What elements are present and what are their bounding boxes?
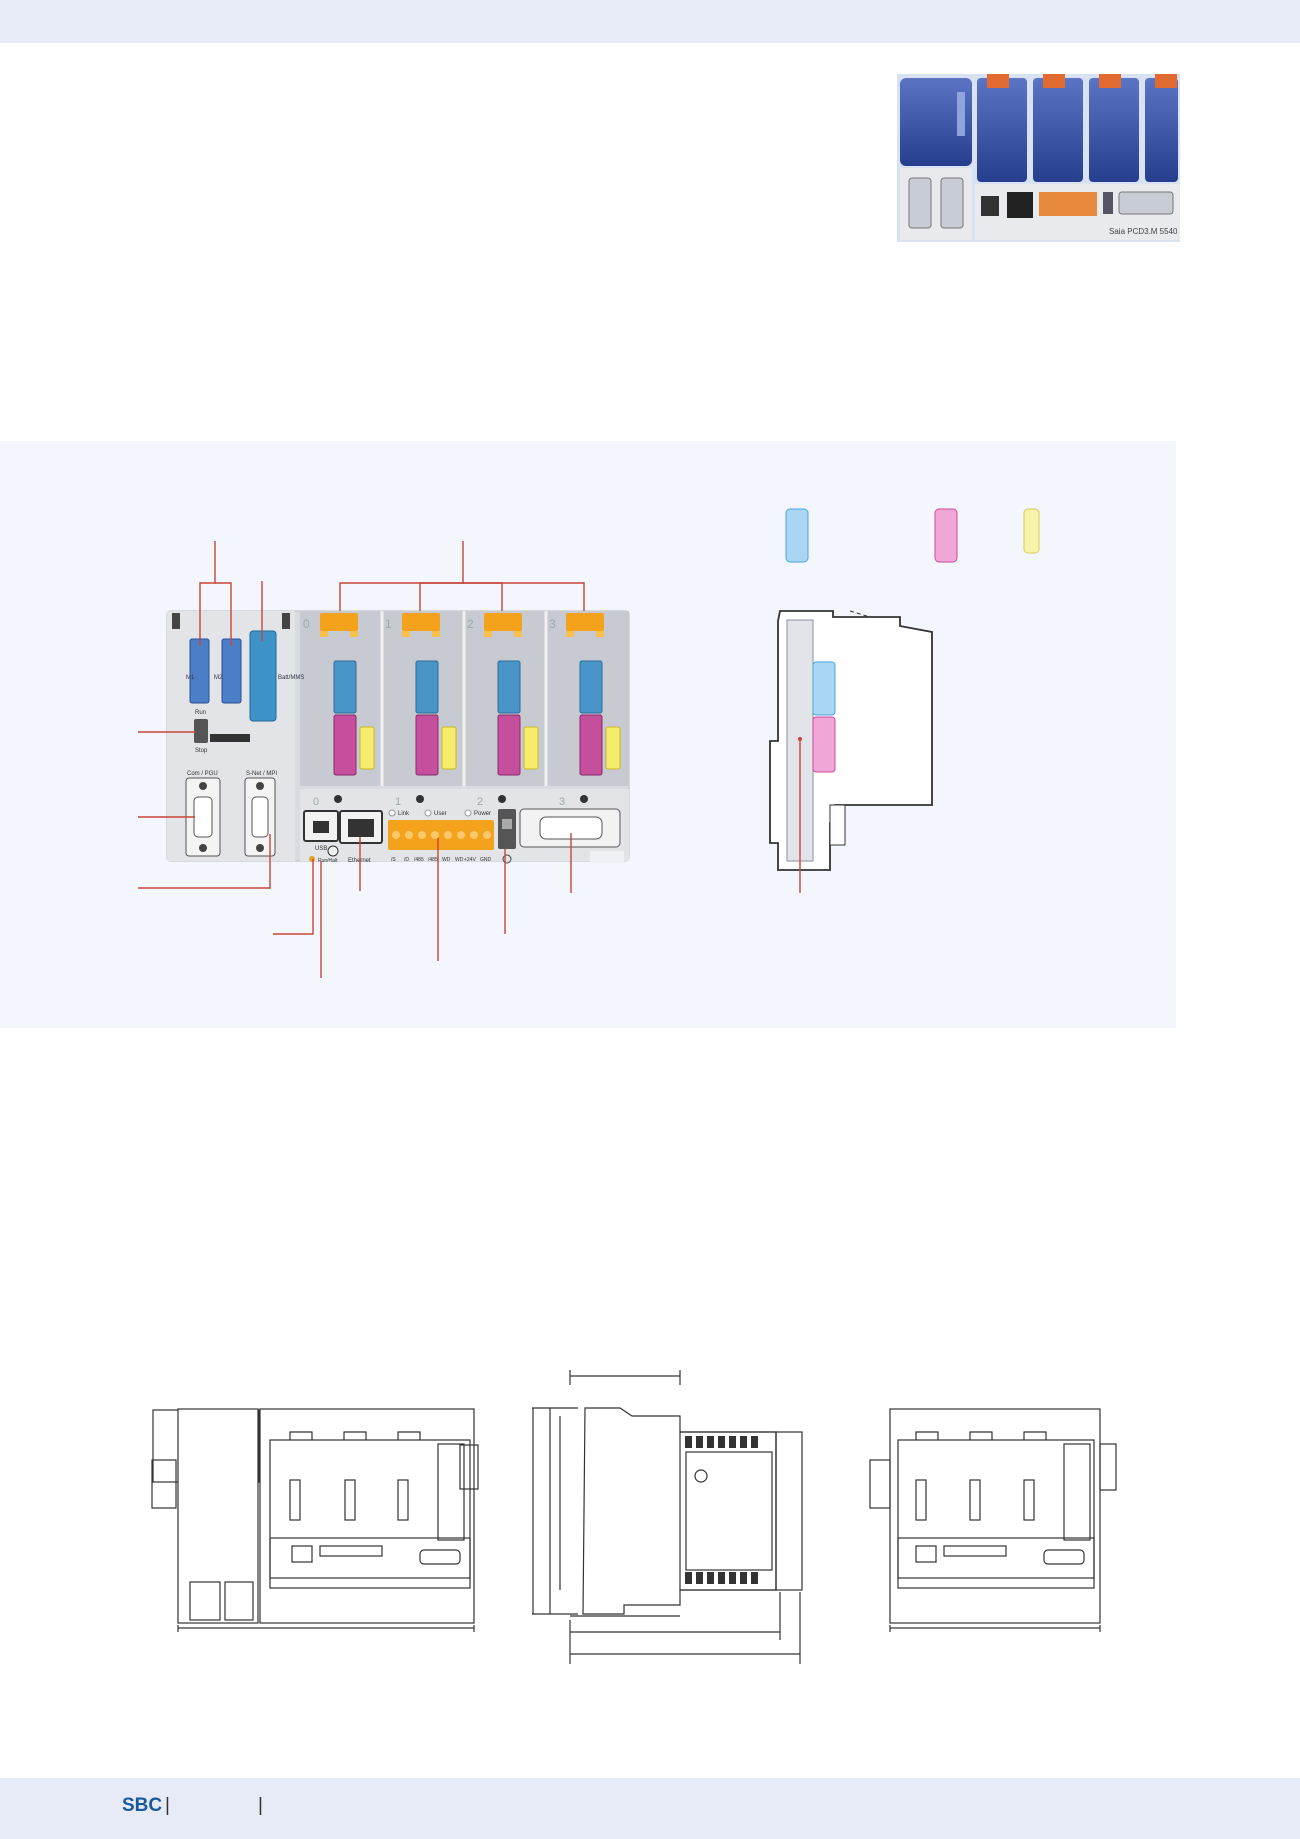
terminal-label-6: WD [455, 857, 464, 863]
battery-label: Batt/MMS [278, 675, 304, 681]
slot-number-bottom-0: 0 [313, 796, 319, 808]
footer-separator-2: | [258, 1795, 263, 1816]
slot-number-bottom-1: 1 [395, 796, 401, 808]
stop-label: Stop [195, 748, 208, 754]
footer-band [0, 1778, 1300, 1839]
slot-connectors [333, 660, 621, 776]
terminal-label-3: /485 [414, 857, 424, 863]
slot-number-top-3: 3 [549, 617, 556, 631]
slot-number-top-0: 0 [303, 617, 310, 631]
run-halt-label: Run/Halt [318, 858, 338, 864]
memory-slot-m2-label: M2 [214, 675, 223, 681]
snet-mpi-label: S-Net / MPI [246, 771, 277, 777]
memory-slot-m1-label: M1 [186, 675, 195, 681]
led-link-label: Link [398, 811, 410, 817]
dimension-front-view-with-cpu [151, 1408, 479, 1624]
led-power-label: Power [474, 811, 491, 817]
legend-swatch-pink [934, 508, 958, 563]
footer-separator-1: | [165, 1795, 170, 1816]
terminal-label-4: /485 [428, 857, 438, 863]
com-pgu-label: Com / PGU [187, 771, 218, 777]
top-band [0, 0, 1300, 43]
legend-swatch-yellow [1023, 508, 1040, 554]
legend-swatch-blue [785, 508, 809, 563]
led-user-label: User [434, 811, 447, 817]
dimension-front-view-compact [869, 1408, 1117, 1624]
terminal-label-1: /S [391, 857, 396, 863]
product-photo: Saia PCD3.M 5540 [897, 74, 1180, 242]
photo-product-label: Saia PCD3.M 5540 [1109, 227, 1178, 236]
slot-number-top-2: 2 [467, 617, 474, 631]
footer-brand: SBC [122, 1795, 163, 1816]
slot-number-bottom-3: 3 [559, 796, 565, 808]
terminal-label-5: WD [442, 857, 451, 863]
dimension-side-view [582, 1407, 803, 1615]
dimension-drawings [151, 1370, 1117, 1664]
terminal-label-7: +24V [464, 857, 476, 863]
slot-number-top-1: 1 [385, 617, 392, 631]
terminal-label-2: /D [404, 857, 409, 863]
side-view [769, 610, 933, 893]
usb-label: USB [315, 846, 327, 852]
run-label: Run [195, 710, 206, 716]
front-view-diagram: 0 1 2 3 [138, 508, 1040, 978]
terminal-label-8: GND [480, 857, 492, 863]
slot-number-bottom-2: 2 [477, 796, 483, 808]
